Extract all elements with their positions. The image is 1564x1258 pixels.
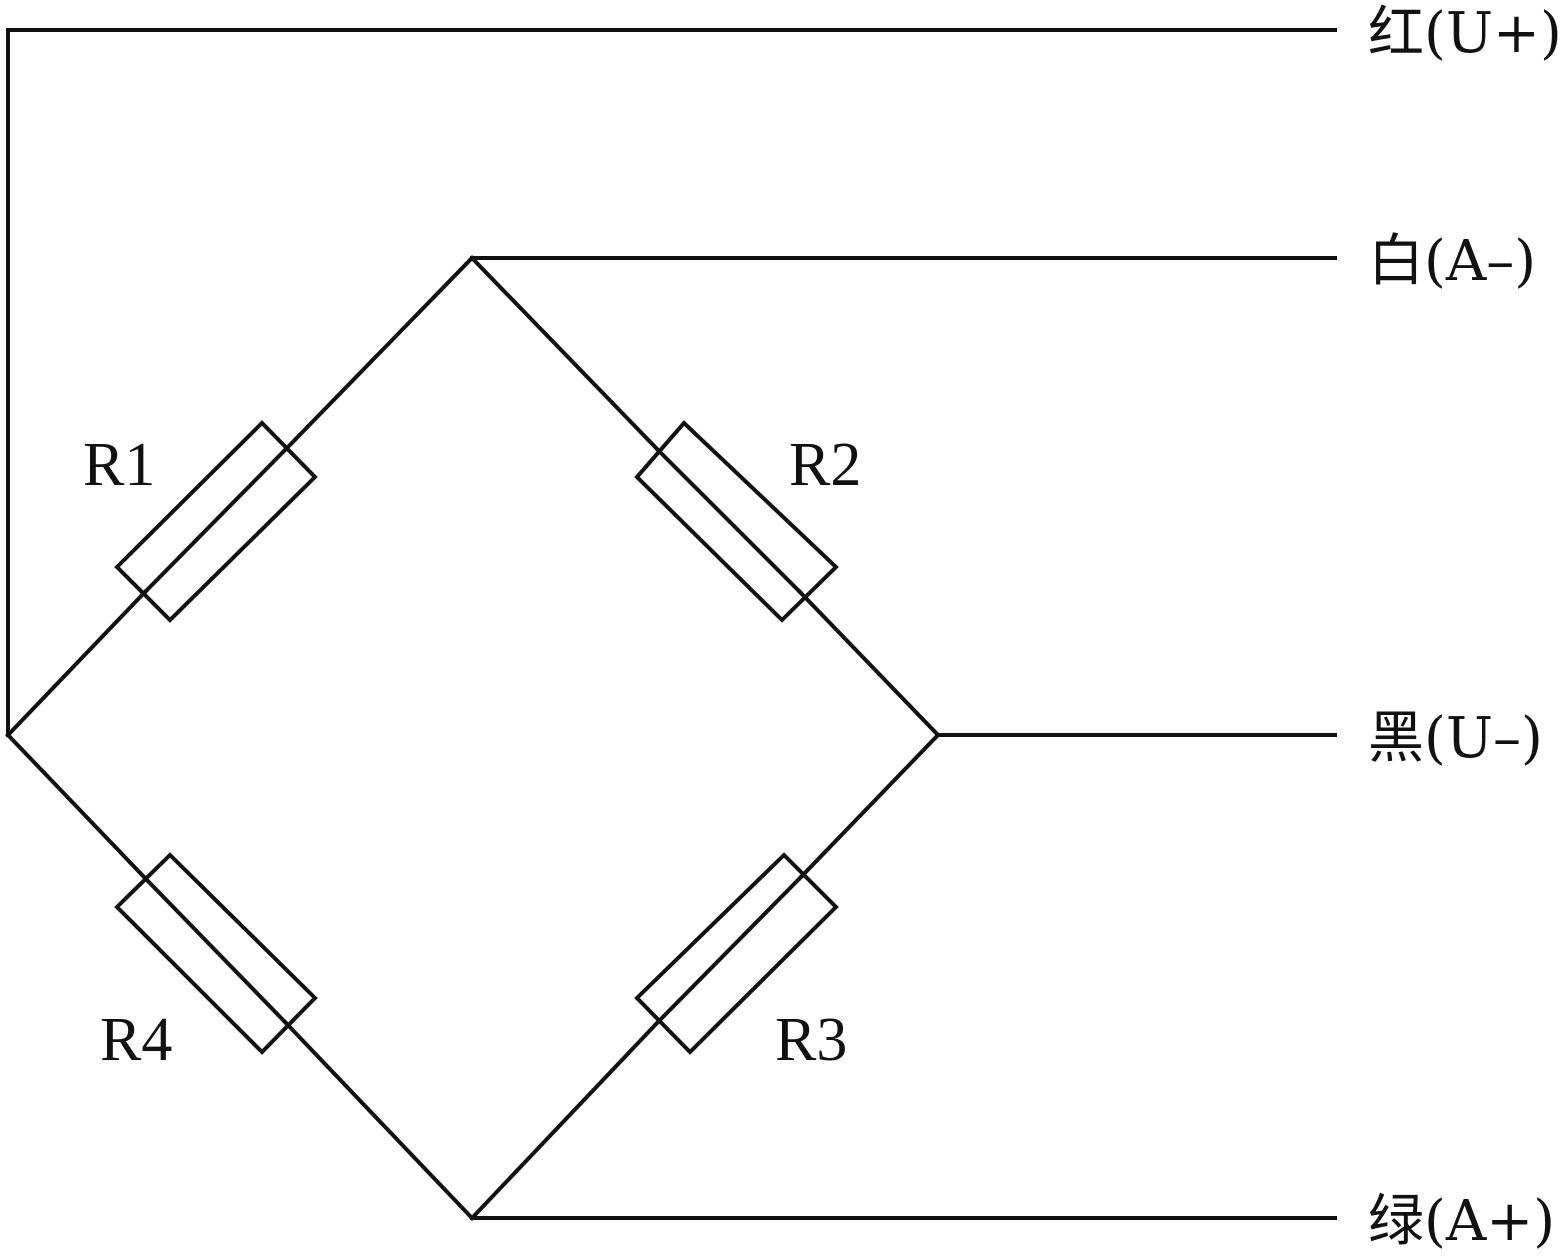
arm-r4-upper xyxy=(5,732,148,881)
resistor-r1 xyxy=(114,420,318,623)
resistor-label-r2: R2 xyxy=(789,431,861,499)
resistor-label-r4: R4 xyxy=(100,1006,172,1074)
resistor-label-r3: R3 xyxy=(775,1006,847,1074)
resistor-r3 xyxy=(634,852,839,1055)
terminal-label-u-plus: 红(U+) xyxy=(1368,1,1562,66)
arm-r1-lower xyxy=(5,589,148,738)
terminal-label-a-minus: 白(A–) xyxy=(1368,229,1536,294)
arm-r2-lower xyxy=(797,589,941,738)
resistor-r2 xyxy=(634,420,839,623)
arm-r3-upper xyxy=(797,732,941,881)
arm-r1-upper xyxy=(282,255,475,453)
resistor-r4 xyxy=(114,852,318,1055)
terminal-label-u-minus: 黑(U–) xyxy=(1368,706,1543,771)
terminal-label-a-plus: 绿(A+) xyxy=(1368,1189,1555,1254)
arm-r4-lower xyxy=(282,1019,475,1221)
arm-r3-lower xyxy=(469,1019,661,1221)
resistor-label-r1: R1 xyxy=(83,431,155,499)
wire-u-plus xyxy=(6,28,1337,737)
arm-r2-upper xyxy=(469,255,661,453)
